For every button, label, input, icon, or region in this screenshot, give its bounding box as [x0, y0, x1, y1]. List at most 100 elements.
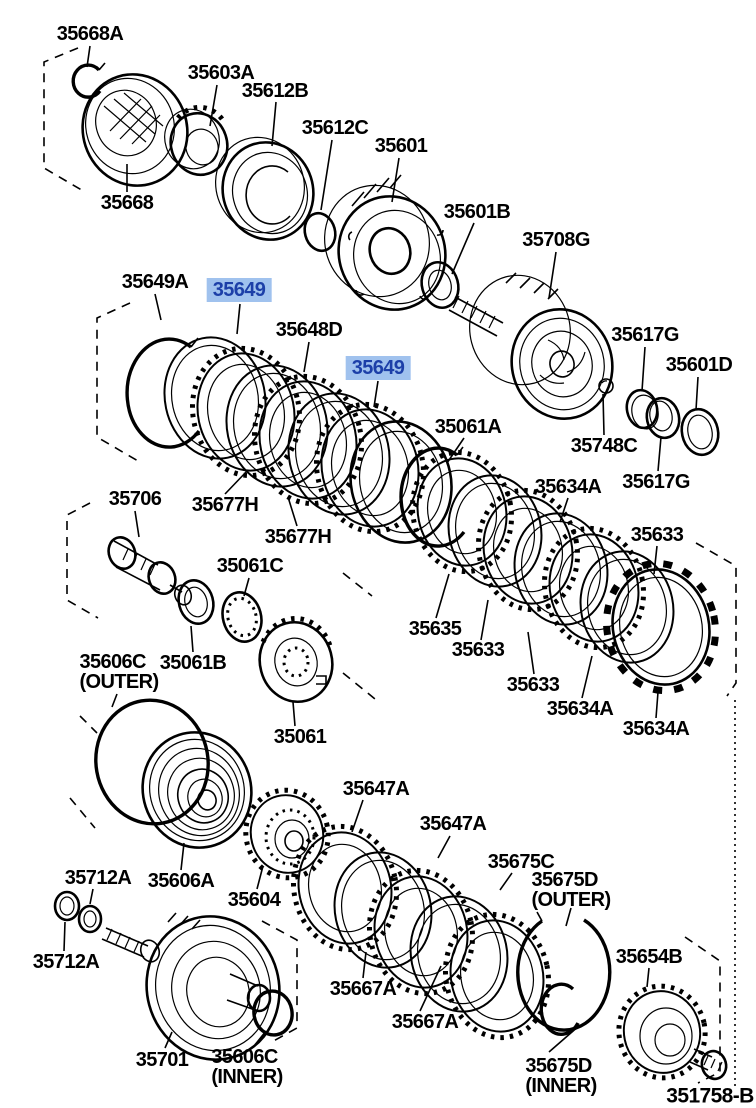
part-label-35675D[interactable]: 35675D(INNER)	[525, 1056, 597, 1096]
part-35701-drum	[101, 912, 281, 1061]
part-number-text: 35612C	[301, 117, 369, 139]
part-label-35677H[interactable]: 35677H	[191, 494, 259, 516]
part-35061-hub	[258, 615, 334, 704]
part-number-text: 35634A	[546, 698, 614, 720]
clutch-stack-35633	[409, 449, 719, 695]
part-number-text: 35712A	[64, 867, 132, 889]
part-label-35649[interactable]: 35649	[345, 356, 411, 380]
part-label-35606C[interactable]: 35606C(INNER)	[211, 1047, 283, 1088]
part-number-text: 35061A	[434, 416, 502, 438]
part-35612C-seal	[303, 211, 337, 253]
part-label-35668A[interactable]: 35668A	[56, 23, 124, 45]
part-number-text: 35708G	[522, 229, 590, 251]
part-label-35748C[interactable]: 35748C	[571, 436, 638, 456]
figure-number-text: 351758-B	[666, 1084, 754, 1108]
part-label-35061[interactable]: 35061	[274, 727, 327, 747]
part-label-35633[interactable]: 35633	[631, 525, 684, 545]
part-35617G-ring-1	[625, 388, 659, 430]
part-label-35712A[interactable]: 35712A	[32, 951, 100, 973]
part-label-35654B[interactable]: 35654B	[615, 946, 683, 968]
part-label-35667A[interactable]: 35667A	[392, 1012, 459, 1032]
part-label-35612B[interactable]: 35612B	[242, 81, 309, 101]
part-label-35603A[interactable]: 35603A	[187, 62, 255, 84]
part-label-35649[interactable]: 35649	[206, 278, 272, 302]
part-number-text: 35634A	[622, 718, 690, 740]
part-35061C-race	[221, 591, 263, 643]
part-number-text: 35675D	[531, 869, 598, 891]
part-label-35612C[interactable]: 35612C	[301, 117, 369, 139]
part-label-qualifier: (INNER)	[211, 1066, 283, 1088]
part-label-qualifier: (OUTER)	[531, 889, 611, 911]
part-number-text: 35668	[100, 192, 154, 214]
part-label-35668[interactable]: 35668	[101, 193, 154, 213]
part-label-35617G[interactable]: 35617G	[611, 325, 679, 345]
figure-number: 351758-B	[666, 1084, 754, 1108]
part-label-35701[interactable]: 35701	[136, 1050, 189, 1070]
part-number-text: 35606C	[79, 651, 146, 673]
part-35654B-gear	[616, 983, 728, 1081]
part-label-35677H[interactable]: 35677H	[265, 527, 332, 547]
leader-lines	[63, 45, 699, 1053]
part-label-35061C[interactable]: 35061C	[216, 555, 284, 577]
part-label-35601B[interactable]: 35601B	[443, 201, 511, 223]
part-35708G-drum	[469, 272, 614, 420]
part-label-qualifier: (OUTER)	[79, 671, 159, 693]
part-number-text: 35649	[212, 279, 266, 301]
part-label-35061B[interactable]: 35061B	[160, 653, 227, 673]
part-number-text: 35649	[351, 357, 405, 379]
part-label-35606C[interactable]: 35606C(OUTER)	[79, 651, 159, 693]
clutch-stack-35647A	[290, 823, 552, 1041]
part-35712A-ring-2	[77, 904, 103, 934]
part-number-text: 35675C	[487, 851, 555, 873]
part-35061B-ring	[177, 578, 215, 626]
part-number-text: 35647A	[342, 778, 410, 800]
part-label-35634A[interactable]: 35634A	[622, 718, 690, 740]
part-label-35708G[interactable]: 35708G	[522, 230, 590, 250]
part-number-text: 35061C	[216, 555, 284, 577]
part-label-35604[interactable]: 35604	[228, 890, 281, 910]
part-label-35635[interactable]: 35635	[409, 619, 462, 639]
part-label-35634A[interactable]: 35634A	[546, 698, 614, 720]
part-35706-shaft	[107, 536, 193, 606]
part-label-35648D[interactable]: 35648D	[276, 320, 343, 340]
part-label-35675C[interactable]: 35675C	[487, 851, 555, 873]
part-label-35647A[interactable]: 35647A	[420, 814, 487, 834]
part-label-35675D[interactable]: 35675D(OUTER)	[531, 869, 611, 911]
part-35612B-drum	[215, 136, 315, 241]
part-number-text: 35633	[630, 524, 684, 546]
part-35675D-outer-snap-ring	[516, 911, 612, 1032]
part-label-35634A[interactable]: 35634A	[535, 477, 602, 497]
part-number-text: 35654B	[615, 946, 683, 968]
part-label-35601[interactable]: 35601	[375, 136, 428, 156]
input-shaft-splines	[448, 295, 504, 337]
part-label-35706[interactable]: 35706	[109, 489, 162, 509]
part-label-35712A[interactable]: 35712A	[64, 867, 132, 889]
part-number-text: 35712A	[32, 951, 100, 973]
part-label-35667A[interactable]: 35667A	[329, 978, 397, 1000]
part-number-text: 35635	[408, 618, 462, 640]
part-label-35649A[interactable]: 35649A	[122, 272, 189, 292]
part-label-35647A[interactable]: 35647A	[342, 778, 410, 800]
part-number-text: 35601B	[443, 201, 511, 223]
part-number-text: 35603A	[187, 62, 255, 84]
part-35712A-ring-1	[53, 890, 81, 922]
part-35675D-inner-snap-ring	[539, 982, 580, 1036]
part-number-text: 35677H	[191, 494, 259, 516]
part-label-35633[interactable]: 35633	[452, 640, 505, 660]
part-35603A-piston	[164, 104, 229, 177]
part-number-text: 35667A	[329, 978, 397, 1000]
part-label-35617G[interactable]: 35617G	[622, 472, 690, 492]
part-number-text: 35633	[506, 674, 560, 696]
part-label-35606A[interactable]: 35606A	[148, 871, 215, 891]
part-label-35061A[interactable]: 35061A	[434, 416, 502, 438]
part-number-text: 35601	[374, 135, 428, 157]
part-number-text: 35633	[451, 639, 505, 661]
part-number-text: 35668A	[56, 23, 124, 45]
part-label-35633[interactable]: 35633	[507, 675, 560, 695]
part-label-35601D[interactable]: 35601D	[666, 355, 733, 375]
part-35601D-ring	[680, 407, 720, 457]
part-35668-drum	[81, 73, 189, 187]
